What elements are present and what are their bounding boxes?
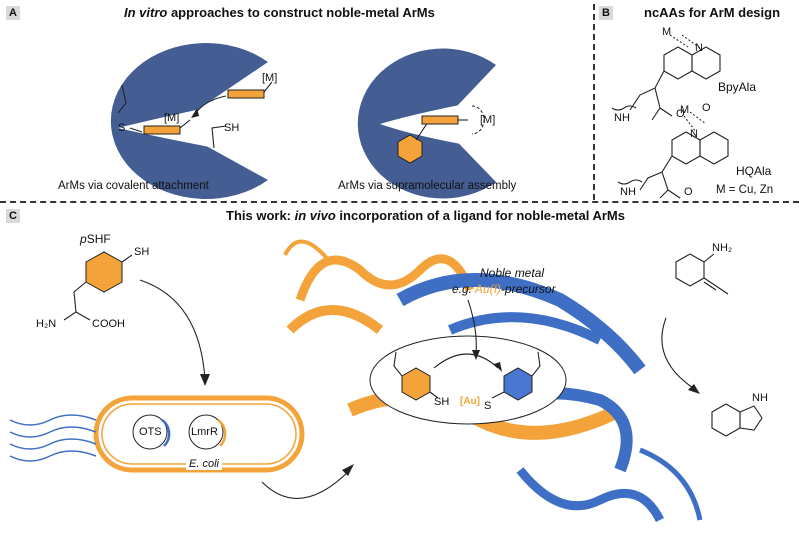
hq-nh-label: NH	[620, 186, 636, 198]
panel-c-title: This work: in vivo incorporation of a li…	[226, 208, 625, 223]
hq-o2-label: O	[684, 186, 693, 198]
precursor-text: -precursor	[500, 282, 556, 296]
pshf-h2n-label: H₂N	[36, 318, 57, 330]
au-label: [Au]	[460, 396, 480, 407]
panel-b-letter: B	[599, 6, 613, 20]
pshf-cooh-label: COOH	[92, 318, 125, 330]
metal-label-attached: [M]	[164, 112, 180, 124]
metal-label-supra: [M]	[480, 114, 496, 126]
metal-label-free: [M]	[262, 72, 278, 84]
precursor-label: e.g. Au(I)-precursor	[452, 282, 556, 296]
ligand-bar-attached	[143, 125, 181, 135]
divider-horizontal	[0, 201, 799, 203]
panel-a-letter: A	[6, 6, 20, 20]
bpyala-label: BpyAla	[718, 80, 757, 94]
panel-b-title: ncAAs for ArM design	[644, 5, 781, 20]
ligand-bar-supra	[421, 115, 459, 125]
caption-supramolecular: ArMs via supramolecular assembly	[338, 180, 517, 192]
plasmid-ots	[132, 414, 168, 450]
panel-a-title-italic: In vitro	[124, 5, 168, 20]
hq-n-label: N	[690, 128, 698, 140]
bpy-o-label: O	[676, 108, 685, 120]
center-sh-label: SH	[434, 396, 450, 408]
bpy-n-label: N	[695, 42, 703, 54]
noble-metal-label: Noble metal	[480, 266, 545, 280]
ligand-bar-free	[227, 89, 265, 99]
benzene-ring-panel-a	[397, 134, 423, 164]
pshf-p: p	[80, 232, 87, 246]
panel-c-letter: C	[6, 209, 20, 223]
lmrr-label: LmrR	[191, 426, 218, 438]
ecoli-label: E. coli	[186, 458, 222, 470]
sh-label: SH	[224, 122, 240, 134]
panel-c-title-italic: in vivo	[294, 208, 336, 223]
au1-label: Au(I)	[474, 282, 501, 296]
panel-a-title-rest: approaches to construct noble-metal ArMs	[167, 5, 435, 20]
hq-o-label: O	[702, 102, 711, 114]
active-site-ellipse	[369, 335, 567, 425]
pshf-sh-label: SH	[134, 246, 150, 258]
indole-nh-label: NH	[752, 392, 768, 404]
pshf-label: pSHF	[80, 232, 111, 246]
hqala-label: HQAla	[736, 164, 772, 178]
panel-c-title-pre: This work:	[226, 208, 295, 223]
hq-m-label: M	[680, 104, 690, 116]
panel-a-title: In vitro approaches to construct noble-m…	[124, 5, 435, 20]
bpy-m-label: M	[662, 26, 672, 38]
divider-vertical	[593, 4, 595, 200]
ots-label: OTS	[139, 426, 162, 438]
plasmid-lmrr	[188, 414, 224, 450]
panel-c-title-post: incorporation of a ligand for noble-meta…	[335, 208, 625, 223]
aniline-nh2-label: NH₂	[712, 242, 733, 254]
caption-covalent: ArMs via covalent attachment	[58, 180, 209, 192]
protein-cavity-left	[110, 43, 268, 200]
metals-label: M = Cu, Zn	[716, 184, 774, 196]
bpy-nh-label: NH	[614, 112, 630, 124]
eg-pre: e.g.	[452, 282, 475, 296]
center-s-label: S	[484, 400, 492, 412]
pshf-rest: SHF	[86, 232, 111, 246]
pshf-ring	[85, 251, 123, 293]
s-label: S	[118, 122, 126, 134]
